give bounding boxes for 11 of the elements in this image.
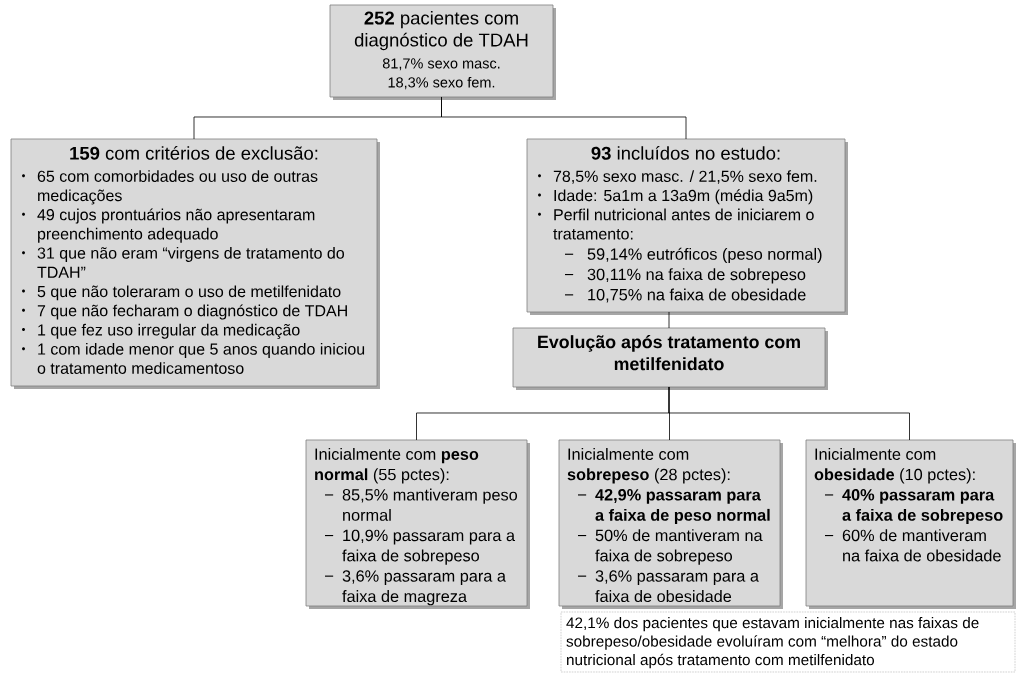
connector-line: [668, 311, 670, 329]
process-box: 93 incluídos no estudo: 78,5% sexo masc. / 21,5% sexo fem. Idade: 5a1m a 13a9m (média 9a5m) Perfil nutricional antes de iniciarem o tratamento: 59,14% eutróficos (peso normal) 30,11% na faixa de sobrepeso 10,75% na faixa de obesidade: [526, 138, 848, 315]
process-box: Inicialmente com peso normal (55 pctes): 85,5% mantiveram peso normal 10,9% passaram para a faixa de sobrepeso 3,6% passaram para a faixa de magreza: [305, 439, 530, 609]
connector-line: [668, 386, 910, 441]
process-box: 159 com critérios de exclusão: 65 com comorbidades ou uso de outras medicações 49 cujos prontuários não apresentaram preenchimento adequado 31 que não eram “virgens de tratamento do TDAH” 5 que não toleraram o uso de metilfenidato 7 que não fecharam o diagnóstico de TDAH 1 que fez uso irregular da medicação 1 com idade menor que 5 anos quando iniciou o tratamento medicamentoso: [10, 138, 380, 389]
note-box: 42,1% dos pacientes que estavam inicialmente nas faixas de sobrepeso/obesidade evoluíram com “melhora” do estado nutricional após tratamento com metilfenidato: [560, 611, 1016, 673]
process-box: 252 pacientes com diagnóstico de TDAH 81,7% sexo masc. 18,3% sexo fem.: [329, 4, 556, 100]
process-box: Inicialmente com obesidade (10 pctes): 40% passaram para a faixa de sobrepeso 60% de mantiveram na faixa de obesidade: [805, 439, 1016, 609]
process-box: Evolução após tratamento com metilfenidato: [512, 327, 828, 390]
connector-line: [441, 96, 687, 140]
process-box: Inicialmente com sobrepeso (28 pctes): 42,9% passaram para a faixa de peso normal 50% de mantiveram na faixa de sobrepeso 3,6% passaram para a faixa de obesidade: [558, 439, 783, 609]
